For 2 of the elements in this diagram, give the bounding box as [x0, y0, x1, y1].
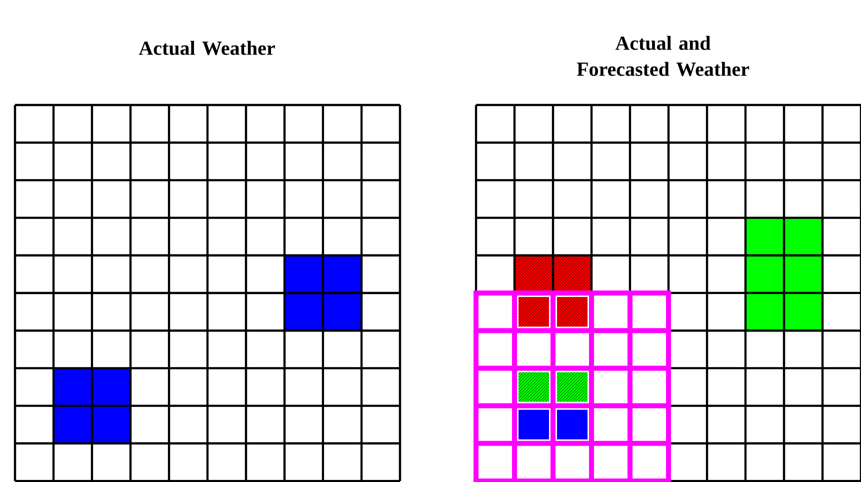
- panel-title: Actual Weather: [138, 40, 275, 56]
- panel-title: Actual and Forecasted Weather: [576, 36, 750, 76]
